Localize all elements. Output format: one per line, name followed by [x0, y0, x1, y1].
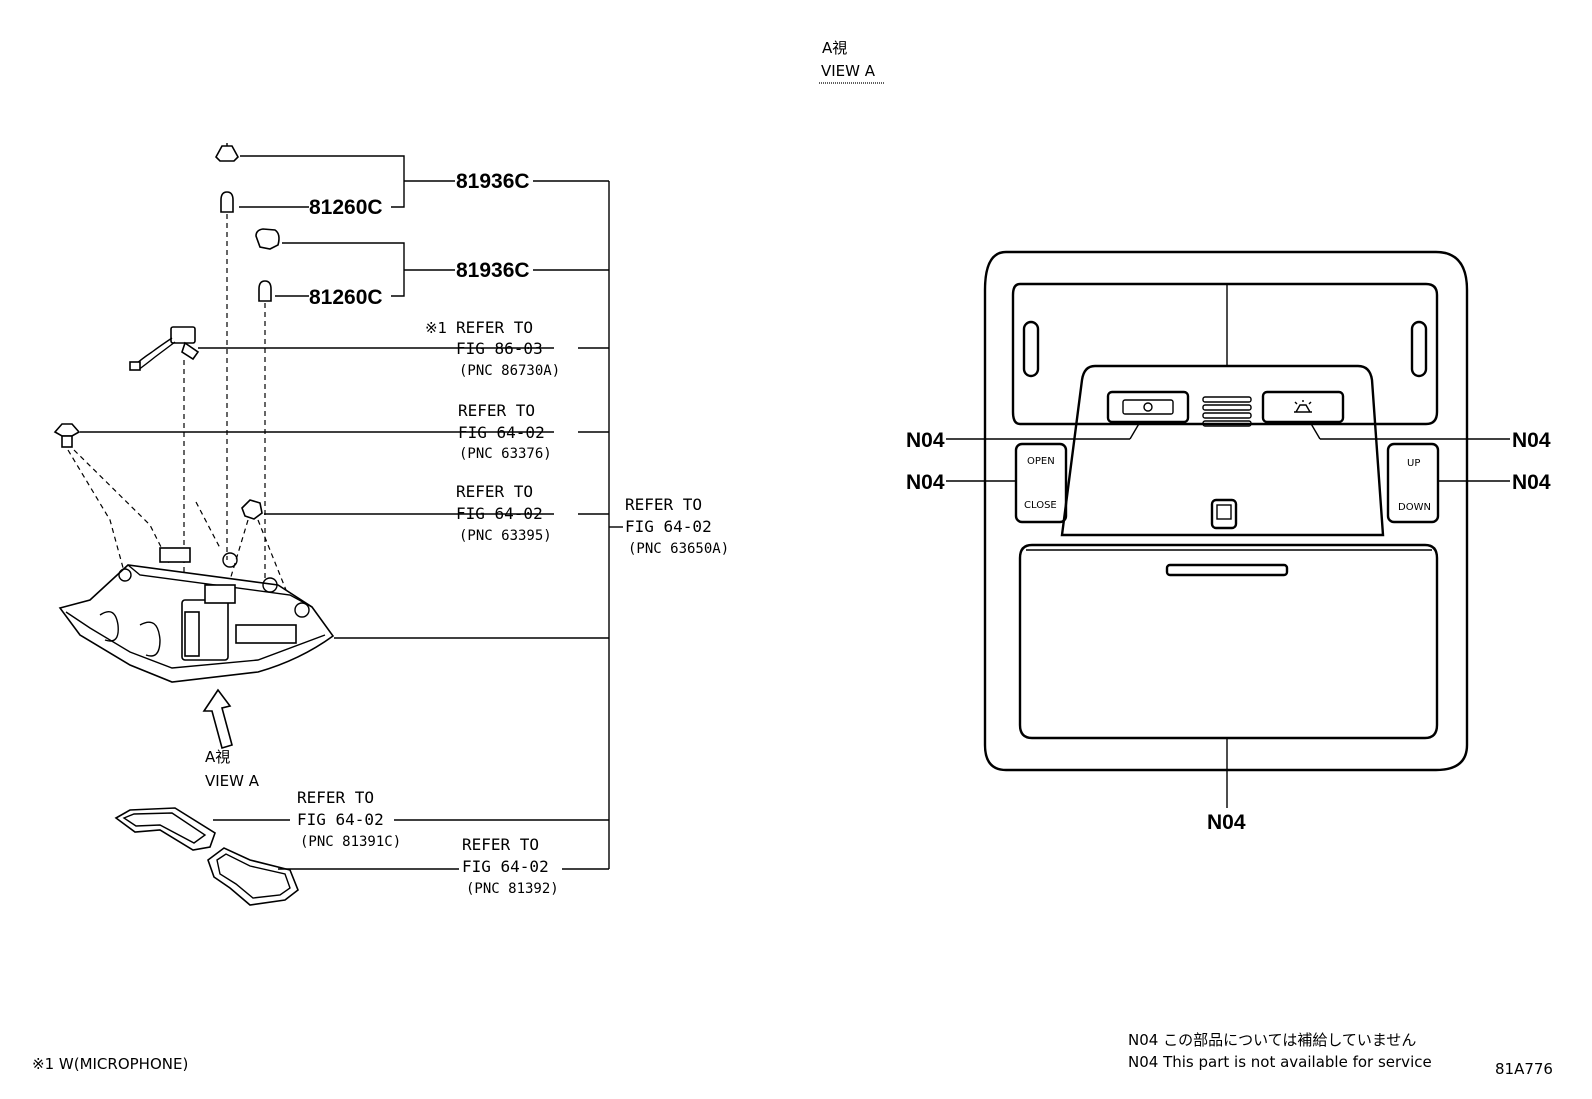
label-81936c-a: 81936C	[456, 170, 530, 193]
clip-81936c-a	[215, 143, 239, 162]
view-arrow-jp: A視	[205, 748, 230, 766]
view-arrow-en: VIEW A	[205, 772, 260, 790]
clip-81936c-b	[255, 228, 280, 250]
open-label: OPEN	[1027, 456, 1055, 467]
ref-63650a-line2: FIG 64-02	[625, 517, 712, 536]
footnote-microphone: ※1 W(MICROPHONE)	[32, 1055, 188, 1073]
overhead-console-housing	[58, 547, 335, 683]
exploded-view: 81260C 81936C 81260C 81936C ※1 REFER TO …	[53, 143, 729, 906]
ref-63650a: REFER TO FIG 64-02 (PNC 63650A)	[625, 495, 729, 557]
screw-63376	[53, 423, 81, 448]
indicator-square	[1210, 498, 1238, 530]
sunroof-open-close-switch[interactable]: OPEN CLOSE	[1014, 442, 1068, 524]
grille-vent	[1202, 396, 1252, 427]
ref-81391c-line3: (PNC 81391C)	[300, 834, 401, 850]
microphone-assembly	[129, 326, 200, 371]
legend-jp: N04 この部品については補給していません	[1128, 1031, 1416, 1049]
ref-63376-line3: (PNC 63376)	[459, 446, 552, 462]
close-label: CLOSE	[1024, 500, 1057, 511]
legend-en: N04 This part is not available for servi…	[1128, 1053, 1432, 1071]
view-a-header: A視 VIEW A	[819, 39, 885, 84]
label-81260c-b: 81260C	[309, 286, 383, 309]
bulb-81260c-a	[220, 191, 234, 213]
ref-63376: REFER TO FIG 64-02 (PNC 63376)	[458, 401, 552, 462]
ref-81392-line2: FIG 64-02	[462, 857, 549, 876]
dome-light-button[interactable]	[1261, 390, 1345, 424]
map-light-button-left[interactable]	[1106, 390, 1190, 424]
view-a-arrow	[202, 688, 233, 750]
bulb-81260c-b	[258, 280, 272, 302]
ref-63376-line1: REFER TO	[458, 401, 535, 420]
callout-n04-1: N04	[906, 429, 945, 452]
up-label: UP	[1407, 458, 1420, 469]
ref-63395-line3: (PNC 63395)	[459, 528, 552, 544]
view-a-console: OPEN CLOSE UP DOWN N04 N04 N04 N04	[906, 250, 1551, 834]
down-label: DOWN	[1398, 502, 1431, 513]
ref-81391c-line2: FIG 64-02	[297, 810, 384, 829]
ref-63395-line1: REFER TO	[456, 482, 533, 501]
gasket-81392	[207, 847, 299, 906]
callout-n04-4: N04	[1512, 471, 1551, 494]
view-header-en: VIEW A	[821, 62, 876, 80]
gasket-81391c	[114, 807, 216, 851]
label-81936c-b: 81936C	[456, 259, 530, 282]
ref-81391c: REFER TO FIG 64-02 (PNC 81391C)	[297, 788, 401, 850]
callout-n04-3: N04	[906, 471, 945, 494]
ref-63395-line2: FIG 64-02	[456, 504, 543, 523]
callout-n04-2: N04	[1512, 429, 1551, 452]
ref-86730a-line3: (PNC 86730A)	[459, 363, 560, 379]
ref-81392-line3: (PNC 81392)	[466, 881, 559, 897]
ref-81392-line1: REFER TO	[462, 835, 539, 854]
sunglass-holder-lid[interactable]	[1018, 543, 1439, 740]
ref-63395: REFER TO FIG 64-02 (PNC 63395)	[456, 482, 552, 544]
ref-86730a: ※1 REFER TO FIG 86-03 (PNC 86730A)	[425, 318, 560, 379]
ref-63650a-line3: (PNC 63650A)	[628, 541, 729, 557]
label-81260c-a: 81260C	[309, 196, 383, 219]
callout-n04-5: N04	[1207, 811, 1246, 834]
ref-86730a-line2: FIG 86-03	[456, 339, 543, 358]
view-header-jp: A視	[822, 39, 847, 57]
ref-63650a-line1: REFER TO	[625, 495, 702, 514]
figure-id: 81A776	[1495, 1060, 1553, 1078]
clip-63395	[241, 499, 263, 520]
sunroof-up-down-switch[interactable]: UP DOWN	[1386, 442, 1440, 524]
ref-81391c-line1: REFER TO	[297, 788, 374, 807]
ref-63376-line2: FIG 64-02	[458, 423, 545, 442]
ref-86730a-line1: REFER TO	[456, 318, 533, 337]
ref-86730a-mark: ※1	[425, 319, 447, 337]
ref-81392: REFER TO FIG 64-02 (PNC 81392)	[462, 835, 559, 897]
